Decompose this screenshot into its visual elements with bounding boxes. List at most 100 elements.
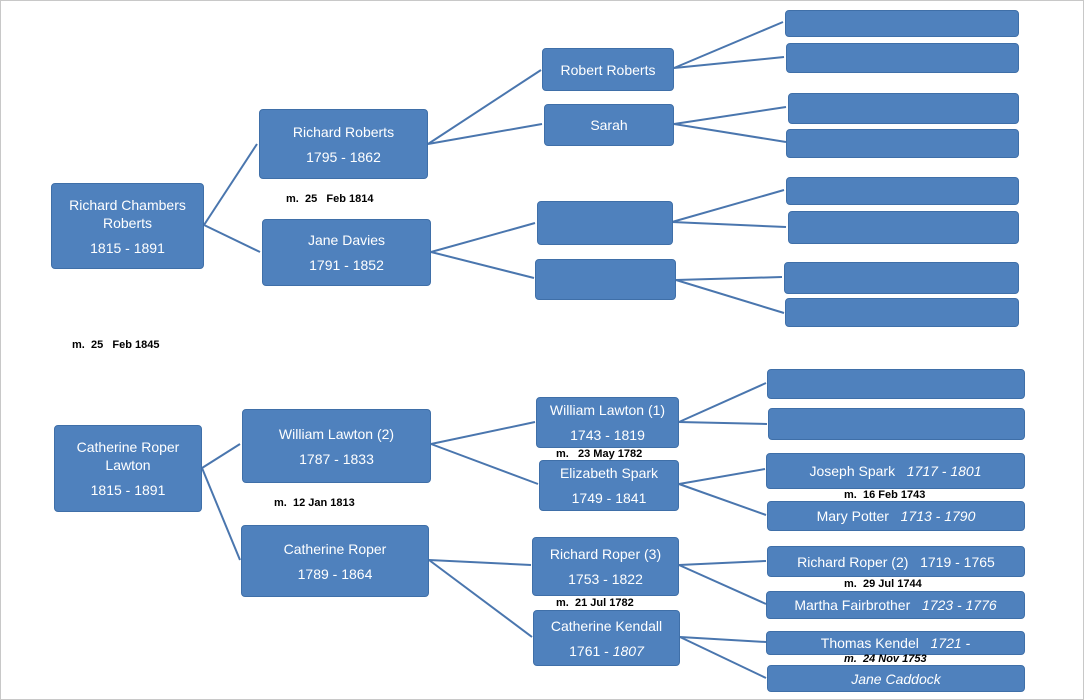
connector-line	[427, 69, 542, 145]
connector-line	[430, 251, 535, 279]
person-dates: 1719 - 1765	[920, 553, 995, 570]
person-name: Catherine Roper Lawton	[76, 439, 180, 473]
marriage-label: m. 25 Feb 1814	[286, 193, 374, 205]
person-empty	[786, 177, 1019, 205]
person-richard-roper-2: Richard Roper (2) 1719 - 1765	[767, 546, 1025, 577]
person-dates: 1749 - 1841	[571, 490, 647, 506]
connector-line	[679, 636, 767, 679]
person-name: Catherine Kendall	[550, 617, 663, 634]
person-empty	[785, 298, 1019, 327]
marriage-label: m. 24 Nov 1753	[844, 653, 927, 665]
connector-line	[671, 189, 785, 223]
connector-line	[201, 467, 241, 561]
person-empty	[537, 201, 673, 245]
person-name: Mary Potter	[816, 508, 889, 524]
person-dates: 1789 - 1864	[297, 565, 373, 582]
person-empty	[788, 93, 1019, 124]
person-name: Joseph Spark	[809, 463, 896, 479]
person-empty	[786, 129, 1019, 158]
person-empty	[767, 369, 1025, 399]
person-catherine-roper-lawton: Catherine Roper Lawton 1815 - 1891	[54, 425, 202, 512]
person-empty	[786, 43, 1019, 73]
person-dates: 1723 - 1776	[921, 597, 997, 613]
connector-line	[201, 443, 241, 469]
marriage-label: m. 12 Jan 1813	[274, 497, 355, 509]
person-name: William Lawton (2)	[278, 425, 395, 442]
person-name: Richard Chambers Roberts	[69, 196, 186, 231]
person-name: Jane Caddock	[851, 670, 941, 687]
marriage-label: m. 23 May 1782	[556, 448, 643, 460]
person-empty	[768, 408, 1025, 440]
connector-line	[675, 279, 785, 314]
connector-line	[430, 421, 536, 445]
connector-line	[678, 483, 767, 516]
connector-line	[678, 421, 768, 425]
person-name: Richard Roper (2)	[797, 553, 909, 570]
connector-line	[673, 123, 787, 143]
marriage-label: m. 21 Jul 1782	[556, 597, 634, 609]
person-dates: 1787 - 1833	[299, 450, 374, 467]
person-dates: 1761 - 1807	[569, 642, 644, 659]
person-martha-fairbrother: Martha Fairbrother 1723 - 1776	[766, 591, 1025, 619]
person-richard-roberts: Richard Roberts 1795 - 1862	[259, 109, 428, 179]
connector-line	[679, 636, 767, 643]
person-empty	[535, 259, 676, 300]
person-dates: 1717 - 1801	[906, 463, 982, 479]
connector-line	[203, 143, 258, 226]
connector-line	[678, 382, 767, 423]
person-name: Thomas Kendel	[820, 635, 919, 651]
person-name: Richard Roper (3)	[549, 546, 662, 562]
person-william-lawton-1: William Lawton (1) 1743 - 1819	[536, 397, 679, 448]
person-dates: 1721 -	[930, 635, 971, 651]
person-catherine-roper: Catherine Roper 1789 - 1864	[241, 525, 429, 597]
connector-line	[428, 559, 533, 638]
person-name: Richard Roberts	[292, 123, 395, 140]
person-joseph-spark: Joseph Spark 1717 - 1801	[766, 453, 1025, 489]
person-name: Sarah	[590, 117, 628, 133]
marriage-label: m. 25 Feb 1845	[72, 339, 160, 351]
person-catherine-kendall: Catherine Kendall 1761 - 1807	[533, 610, 680, 666]
connector-line	[430, 443, 539, 485]
connector-line	[428, 559, 532, 566]
connector-line	[430, 222, 536, 253]
person-dates: 1791 - 1852	[309, 257, 384, 273]
person-empty	[784, 262, 1019, 294]
person-dates: 1713 - 1790	[900, 508, 976, 524]
person-name: William Lawton (1)	[549, 402, 666, 418]
connector-line	[675, 276, 783, 281]
person-name: Elizabeth Spark	[559, 465, 659, 481]
person-dates: 1795 - 1862	[306, 148, 381, 165]
person-mary-potter: Mary Potter 1713 - 1790	[767, 501, 1025, 531]
connector-line	[678, 468, 766, 485]
connector-line	[678, 564, 767, 605]
person-name: Martha Fairbrother	[794, 597, 911, 613]
marriage-label: m. 16 Feb 1743	[844, 489, 926, 501]
person-richard-roper-3: Richard Roper (3) 1753 - 1822	[532, 537, 679, 596]
person-richard-chambers-roberts: Richard Chambers Roberts 1815 - 1891	[51, 183, 204, 269]
connector-line	[671, 221, 787, 228]
person-elizabeth-spark: Elizabeth Spark 1749 - 1841	[539, 460, 679, 511]
person-william-lawton-2: William Lawton (2) 1787 - 1833	[242, 409, 431, 483]
person-thomas-kendel: Thomas Kendel 1721 -	[766, 631, 1025, 655]
connector-line	[203, 224, 261, 253]
person-jane-davies: Jane Davies 1791 - 1852	[262, 219, 431, 286]
connector-line	[673, 56, 785, 69]
person-dates: 1743 - 1819	[570, 427, 645, 443]
person-dates: 1815 - 1891	[90, 239, 165, 256]
person-name: Catherine Roper	[283, 540, 387, 557]
person-empty	[785, 10, 1019, 37]
person-robert-roberts: Robert Roberts	[542, 48, 674, 91]
person-jane-caddock: Jane Caddock	[767, 665, 1025, 692]
person-dates: 1815 - 1891	[90, 482, 166, 498]
connector-line	[427, 123, 543, 145]
marriage-label: m. 29 Jul 1744	[844, 578, 922, 590]
person-empty	[788, 211, 1019, 244]
person-name: Jane Davies	[307, 232, 386, 248]
person-name: Robert Roberts	[560, 61, 656, 78]
person-dates: 1753 - 1822	[568, 571, 643, 587]
connector-line	[673, 106, 787, 125]
connector-line	[673, 21, 784, 69]
connector-line	[678, 560, 767, 566]
person-sarah: Sarah	[544, 104, 674, 146]
